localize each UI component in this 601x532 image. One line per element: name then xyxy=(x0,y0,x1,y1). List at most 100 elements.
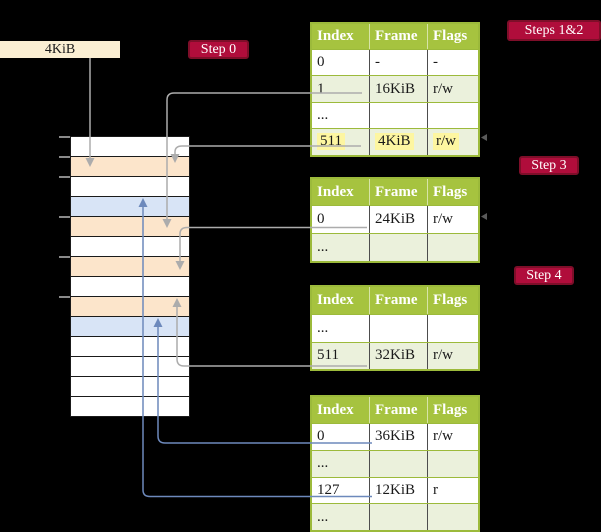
column-header-frame: Frame xyxy=(369,397,427,423)
column-header-index: Index xyxy=(317,28,354,44)
memory-frame-row-white xyxy=(71,237,189,257)
highlighted-value: r/w xyxy=(433,133,459,151)
table-cell-index: ... xyxy=(317,239,329,255)
memory-tick xyxy=(59,216,70,218)
table-cell-index: 0 xyxy=(317,54,325,71)
table-cell-flags: r/w xyxy=(427,342,478,369)
table-row-index-511: 511 4KiB r/w xyxy=(312,128,478,155)
memory-frame-row-white xyxy=(71,357,189,377)
column-header-index: Index xyxy=(317,183,354,200)
memory-frame-row-orange xyxy=(71,257,189,277)
table-row-index-dotsdotsdots: ... xyxy=(312,101,478,129)
table-cell-frame: 4KiB xyxy=(369,129,427,155)
table-cell-frame: 36KiB xyxy=(369,424,427,450)
table-row-index-0: 0 -- xyxy=(312,49,478,76)
table-cell-flags: r/w xyxy=(427,76,478,102)
memory-tick xyxy=(59,156,70,158)
table-row-index-dotsdotsdots: ... xyxy=(312,233,478,261)
memory-tick xyxy=(59,296,70,298)
table-cell-frame: - xyxy=(369,50,427,76)
memory-frame-row-white xyxy=(71,337,189,357)
table-cell-frame: 32KiB xyxy=(369,342,427,369)
table-row-index-dotsdotsdots: ... xyxy=(312,314,478,342)
badge-step-4: Step 4 xyxy=(514,266,574,285)
table-cell-index: 1 xyxy=(317,80,325,97)
table-cell-flags xyxy=(427,504,478,531)
column-header-flags: Flags xyxy=(427,287,478,314)
badge-steps-1-2-label: Steps 1&2 xyxy=(524,22,584,38)
column-header-index: Index xyxy=(317,401,354,418)
row-marker-step3-entry0 xyxy=(481,213,487,220)
memory-tick xyxy=(59,176,70,178)
table-cell-index: 0 xyxy=(317,211,325,227)
column-header-frame: Frame xyxy=(369,179,427,205)
memory-frame-row-white xyxy=(71,277,189,297)
column-header-flags: Flags xyxy=(427,24,478,49)
memory-frame-row-orange xyxy=(71,157,189,177)
memory-column xyxy=(70,136,190,417)
table-cell-frame xyxy=(369,504,427,531)
badge-step-3: Step 3 xyxy=(519,156,579,175)
table-cell-frame xyxy=(369,315,427,342)
table-cell-frame xyxy=(369,234,427,261)
table-row-index-dotsdotsdots: ... xyxy=(312,503,478,531)
table-cell-flags: r/w xyxy=(427,424,478,450)
table-cell-flags: r xyxy=(427,477,478,504)
badge-step-4-label: Step 4 xyxy=(526,267,562,283)
table-cell-index: 0 xyxy=(317,428,325,445)
table-cell-flags xyxy=(427,450,478,477)
table-cell-index: ... xyxy=(317,319,329,336)
table-cell-frame: 16KiB xyxy=(369,76,427,102)
column-header-index: Index xyxy=(317,292,354,308)
memory-frame-row-white xyxy=(71,377,189,397)
highlighted-value: 4KiB xyxy=(375,133,414,151)
table-cell-index: ... xyxy=(317,508,329,525)
memory-frame-row-blue xyxy=(71,317,189,337)
root-frame-address-label: 4KiB xyxy=(44,41,76,57)
highlighted-value: 511 xyxy=(317,133,345,151)
table-cell-frame: 24KiB xyxy=(369,206,427,233)
table-cell-frame: 12KiB xyxy=(369,477,427,504)
badge-step-3-label: Step 3 xyxy=(531,157,567,173)
column-header-flags: Flags xyxy=(427,397,478,423)
memory-frame-row-orange xyxy=(71,297,189,317)
table-cell-flags xyxy=(427,315,478,342)
memory-tick xyxy=(59,256,70,258)
memory-frame-row-white xyxy=(71,137,189,157)
table-cell-index: 511 xyxy=(317,347,339,364)
table-cell-frame xyxy=(369,450,427,477)
memory-tick xyxy=(59,136,70,138)
column-header-frame: Frame xyxy=(369,24,427,49)
memory-frame-row-orange xyxy=(71,217,189,237)
column-header-flags: Flags xyxy=(427,179,478,205)
memory-frame-row-white xyxy=(71,177,189,197)
table-cell-flags xyxy=(427,234,478,261)
memory-frame-row-blue xyxy=(71,197,189,217)
table-cell-frame xyxy=(369,102,427,129)
column-header-frame: Frame xyxy=(369,287,427,314)
table-cell-flags: r/w xyxy=(427,129,478,155)
table-row-index-dotsdotsdots: ... xyxy=(312,449,478,477)
row-marker-steps12-entry511 xyxy=(481,134,487,141)
table-cell-flags: r/w xyxy=(427,206,478,233)
badge-steps-1-2: Steps 1&2 xyxy=(507,20,601,41)
badge-step-0-label: Step 0 xyxy=(200,41,237,57)
table-cell-flags xyxy=(427,102,478,129)
table-cell-index: 511 xyxy=(312,129,369,154)
table-cell-flags: - xyxy=(427,50,478,76)
table-cell-index: ... xyxy=(317,455,329,472)
